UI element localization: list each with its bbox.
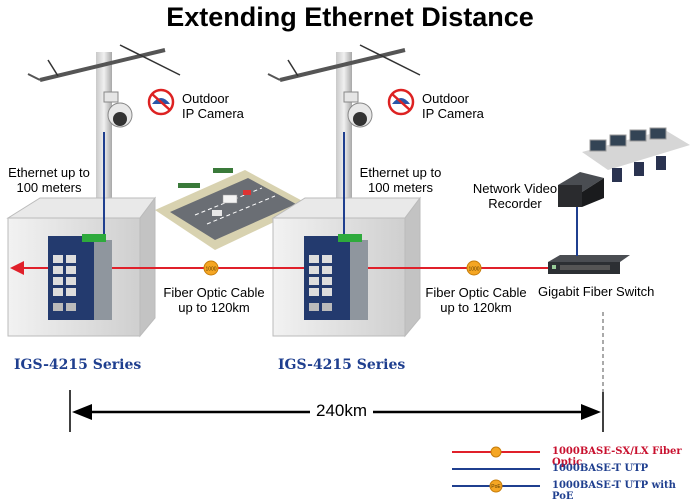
- legend-poe-badge: [489, 479, 503, 493]
- fiber-badge-1-text: 1000: [205, 267, 216, 273]
- camera-label-right: Outdoor IP Camera: [422, 91, 484, 121]
- legend-fiber-label: 1000BASE-SX/LX Fiber Optic: [552, 446, 682, 468]
- outdoor-rating-icon-left: [147, 88, 175, 116]
- fiber-label-left: Fiber Optic Cable up to 120km: [158, 285, 270, 315]
- nvr-label: Network Video Recorder: [460, 181, 570, 211]
- fiber-badge-2: 1000: [466, 260, 482, 276]
- nvr-label-line1: Network Video: [472, 181, 558, 196]
- diagram-title: Extending Ethernet Distance: [166, 2, 534, 32]
- fiber-badge-2-text: 1000: [468, 267, 479, 273]
- camera-label-left-line1: Outdoor: [182, 91, 229, 106]
- network-video-recorder: [558, 172, 604, 207]
- legend: PoE: [452, 446, 540, 493]
- ethernet-label-right-line1: Ethernet up to: [359, 165, 442, 180]
- highway-image: [155, 168, 310, 250]
- camera-label-left: Outdoor IP Camera: [182, 91, 244, 121]
- distance-label: 240km: [310, 401, 374, 421]
- igs-4215-switch-right: [304, 234, 368, 320]
- series-label-left: IGS-4215 Series: [14, 357, 142, 373]
- camera-label-right-line2: IP Camera: [422, 106, 484, 121]
- fiber-label-right-line1: Fiber Optic Cable: [425, 285, 527, 300]
- ip-camera-left: [103, 91, 133, 128]
- ethernet-label-right-line2: 100 meters: [367, 180, 434, 195]
- ethernet-label-right: Ethernet up to 100 meters: [353, 165, 448, 195]
- monitoring-workstation: [582, 127, 690, 182]
- distance-arrow-left: [72, 404, 92, 420]
- fiber-arrow-left: [10, 261, 24, 275]
- series-label-right: IGS-4215 Series: [278, 357, 406, 373]
- fiber-label-right: Fiber Optic Cable up to 120km: [420, 285, 532, 315]
- camera-label-left-line2: IP Camera: [182, 106, 244, 121]
- legend-utp-label: 1000BASE-T UTP: [552, 463, 649, 474]
- legend-fiber-badge: [490, 446, 502, 458]
- switch-label: Gigabit Fiber Switch: [538, 284, 655, 299]
- fiber-label-right-line2: up to 120km: [440, 300, 512, 315]
- ethernet-label-left: Ethernet up to 100 meters: [4, 165, 94, 195]
- gigabit-fiber-switch: [548, 255, 630, 274]
- distance-arrow-right: [581, 404, 601, 420]
- camera-label-right-line1: Outdoor: [422, 91, 469, 106]
- igs-4215-switch-left: [48, 234, 112, 320]
- legend-poe-badge-text: PoE: [491, 484, 501, 490]
- nvr-label-line2: Recorder: [488, 196, 542, 211]
- fiber-label-left-line1: Fiber Optic Cable: [163, 285, 265, 300]
- ethernet-label-left-line1: Ethernet up to: [8, 165, 90, 180]
- fiber-badge-1: 1000: [203, 260, 219, 276]
- legend-poe-label: 1000BASE-T UTP with PoE: [552, 480, 676, 502]
- outdoor-rating-icon-right: [387, 88, 415, 116]
- ip-camera-right: [343, 91, 373, 128]
- ethernet-label-left-line2: 100 meters: [16, 180, 82, 195]
- fiber-label-left-line2: up to 120km: [178, 300, 250, 315]
